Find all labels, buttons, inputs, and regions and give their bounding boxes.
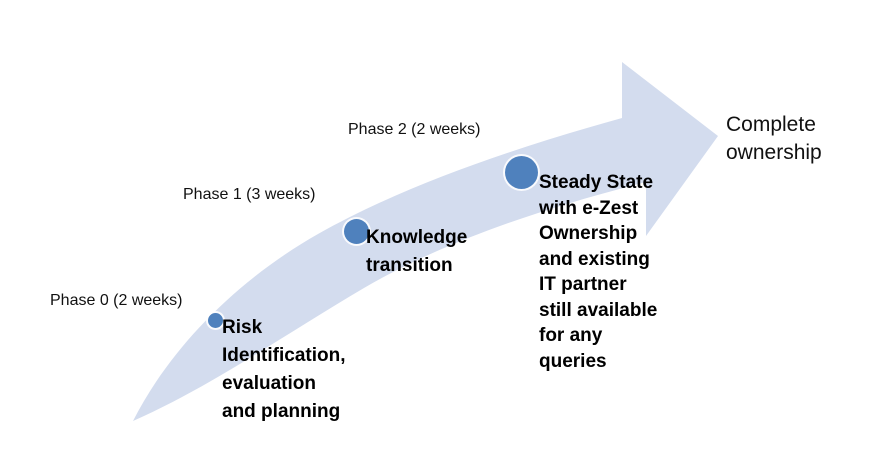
phase-0-line-2: Identification, (222, 345, 346, 366)
phase-2-line-3: Ownership (539, 223, 638, 244)
outcome-line-2: ownership (726, 141, 822, 164)
phase-2-dot[interactable] (505, 156, 538, 189)
phase-1-line-2: transition (366, 255, 453, 276)
phase-2-line-8: queries (539, 350, 607, 372)
phase-0-label: Phase 0 (2 weeks) (50, 292, 183, 309)
phase-2-line-1: Steady State (539, 172, 654, 193)
phase-2-line-7: for any (539, 325, 603, 346)
phase-1-line-1: Knowledge (366, 227, 468, 248)
phase-0-line-3: evaluation (222, 373, 316, 394)
phase-0-line-4: and planning (222, 401, 341, 422)
phase-0-dot[interactable] (208, 313, 223, 328)
phase-1-description: Knowledge transition (366, 224, 467, 280)
arrow-shape (133, 62, 718, 421)
outcome-line-1: Complete (726, 113, 816, 136)
phase-2-line-4: and existing (539, 248, 650, 270)
phase-2-label: Phase 2 (2 weeks) (348, 121, 481, 138)
outcome-label: Complete ownership (726, 111, 822, 167)
phase-1-dot[interactable] (344, 219, 369, 244)
phase-2-description: Steady State with e-Zest Ownership and e… (539, 170, 657, 374)
phase-0-line-1: Risk (222, 317, 263, 338)
phase-2-line-2: with e-Zest (539, 197, 639, 219)
phase-1-label: Phase 1 (3 weeks) (183, 186, 316, 203)
phase-2-line-5: IT partner (539, 274, 627, 295)
phase-2-line-6: still available (539, 299, 658, 321)
phase-0-description: Risk Identification, evaluation and plan… (222, 314, 346, 426)
